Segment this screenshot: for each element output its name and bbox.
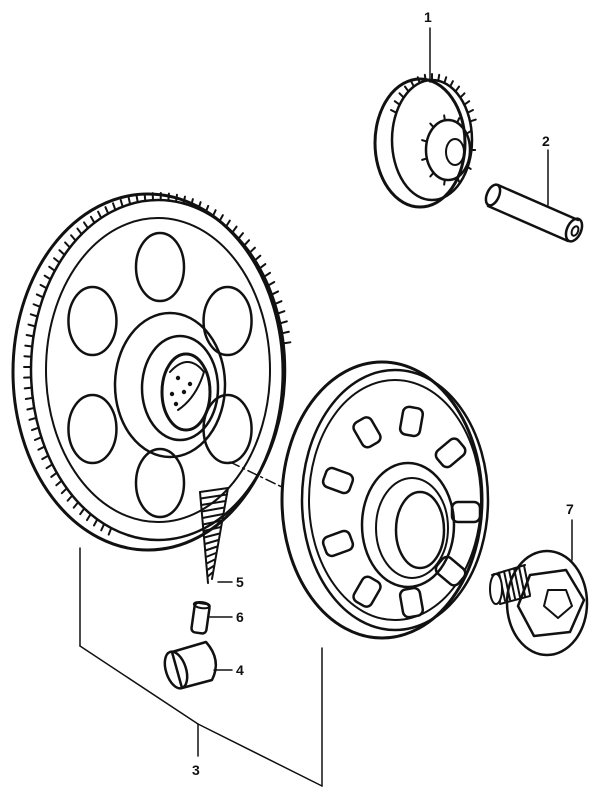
starter-driven-gear — [11, 192, 292, 552]
bolt-icon — [489, 549, 589, 657]
callout-5: 5 — [236, 574, 244, 590]
callout-4: 4 — [236, 662, 244, 678]
callout-3: 3 — [192, 762, 200, 778]
idle-gear-icon — [373, 73, 477, 209]
leader-lines — [79, 27, 573, 787]
roller-icon — [163, 640, 218, 690]
callout-2: 2 — [542, 133, 550, 149]
callout-6: 6 — [236, 609, 244, 625]
plunger-icon — [190, 600, 211, 635]
shaft-icon — [484, 183, 584, 243]
starter-clutch-icon — [280, 360, 490, 640]
spring-icon — [199, 487, 229, 584]
callout-1: 1 — [424, 9, 432, 25]
callout-7: 7 — [566, 501, 574, 517]
